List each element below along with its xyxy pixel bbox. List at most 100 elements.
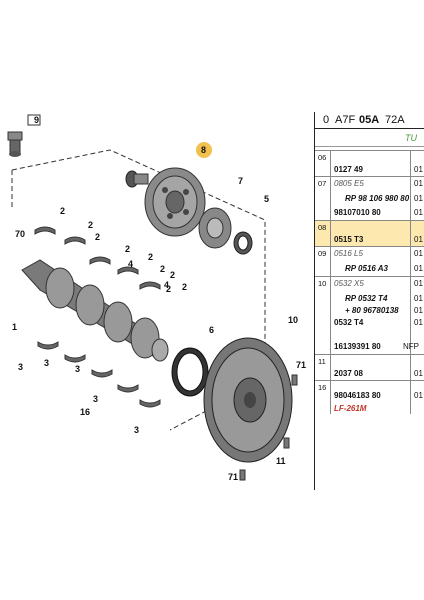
- table-row: RP 98 106 980 80 01: [315, 192, 424, 206]
- part-reference: 98107010 80: [334, 208, 381, 217]
- table-row: RP 0532 T4 01: [315, 292, 424, 304]
- callout-2: 2: [182, 282, 187, 292]
- table-row: 0532 T4 01: [315, 316, 424, 332]
- pulley-bolt-part: [125, 170, 149, 188]
- table-row: 16 98046183 80 01: [315, 380, 424, 403]
- header-col-2: A7F: [335, 114, 356, 126]
- part-reference: 0532 X5: [334, 279, 364, 288]
- part-reference: 2037 08: [334, 369, 363, 378]
- bolt-part: [7, 131, 23, 157]
- part-quantity: 01: [414, 318, 423, 327]
- part-quantity: 01: [414, 306, 423, 315]
- callout-4: 4: [164, 280, 169, 290]
- part-reference: + 80 96780138: [345, 306, 399, 315]
- crankshaft-pulley-part: [144, 167, 206, 237]
- part-reference: RP 0532 T4: [345, 294, 388, 303]
- row-number: 10: [318, 279, 327, 288]
- table-row: 16139391 80 NFP: [315, 332, 424, 354]
- callout-7: 7: [238, 176, 243, 186]
- table-row: + 80 96780138 01: [315, 304, 424, 316]
- table-row: 09 0516 L5 01: [315, 246, 424, 263]
- part-quantity: 01: [414, 391, 423, 400]
- callout-box: [27, 114, 41, 126]
- part-quantity: 01: [414, 194, 423, 203]
- table-row: 08 0515 T3 01: [315, 220, 424, 247]
- part-reference: 0805 E5: [334, 179, 364, 188]
- table-row: 11 2037 08 01: [315, 354, 424, 381]
- table-subheader-row: [315, 130, 424, 147]
- table-header: 0 A7F 05A 72A: [315, 112, 424, 129]
- table-row: LF-261M: [315, 402, 424, 414]
- callout-70: 70: [15, 229, 25, 239]
- flywheel-part: [203, 337, 293, 463]
- callout-2: 2: [170, 270, 175, 280]
- oil-seal-part: [233, 231, 253, 255]
- part-quantity: 01: [414, 264, 423, 273]
- header-col-3: 05A: [359, 114, 380, 126]
- callout-16: 16: [80, 407, 90, 417]
- callout-4: 4: [128, 259, 133, 269]
- row-number: 16: [318, 383, 327, 392]
- table-row: 10 0532 X5 01: [315, 276, 424, 293]
- callout-6: 6: [209, 325, 214, 335]
- crankshaft-part: [21, 259, 169, 362]
- table-row: 06 0127 49 01: [315, 150, 424, 177]
- callout-2: 2: [166, 284, 171, 294]
- part-reference: 0127 49: [334, 165, 363, 174]
- table-row: RP 0516 A3 01: [315, 262, 424, 276]
- part-reference: 0532 T4: [334, 318, 364, 327]
- callout-3: 3: [75, 364, 80, 374]
- callout-3: 3: [93, 394, 98, 404]
- row-number: 11: [318, 357, 326, 366]
- part-quantity: 01: [414, 235, 423, 244]
- part-reference: LF-261M: [334, 404, 367, 413]
- part-reference: RP 98 106 980 80: [345, 194, 410, 203]
- part-quantity: 01: [414, 179, 423, 188]
- bearing-shells: [34, 226, 161, 408]
- table-row: 07 0805 E5 01: [315, 176, 424, 193]
- rear-seal-part: [171, 347, 209, 397]
- callout-3: 3: [44, 358, 49, 368]
- part-reference: 0516 L5: [334, 249, 363, 258]
- flywheel-bolts: [239, 374, 298, 481]
- callout-1: 1: [12, 322, 17, 332]
- part-quantity: 01: [414, 165, 423, 174]
- row-number: 07: [318, 179, 327, 188]
- part-quantity: 01: [414, 369, 423, 378]
- table-row: 98107010 80 01: [315, 206, 424, 220]
- row-number: 08: [318, 223, 327, 232]
- part-reference: 16139391 80: [334, 342, 381, 351]
- highlight-callout: [196, 142, 212, 158]
- table-subheader: TU: [405, 133, 417, 143]
- part-quantity: 01: [414, 208, 423, 217]
- part-reference: 98046183 80: [334, 391, 381, 400]
- callout-9: 9: [34, 115, 39, 125]
- part-reference: RP 0516 A3: [345, 264, 388, 273]
- header-col-1: 0: [323, 114, 330, 126]
- header-col-4: 72A: [385, 114, 405, 126]
- callout-2: 2: [125, 244, 130, 254]
- callout-10: 10: [288, 315, 298, 325]
- callout-5: 5: [264, 194, 269, 204]
- callout-11: 11: [276, 456, 286, 466]
- callout-8: 8: [201, 145, 206, 155]
- part-reference: 0515 T3: [334, 235, 364, 244]
- part-quantity: 01: [414, 279, 423, 288]
- part-quantity: NFP: [403, 342, 419, 351]
- part-quantity: 01: [414, 294, 423, 303]
- callout-2: 2: [148, 252, 153, 262]
- row-number: 09: [318, 249, 327, 258]
- row-number: 06: [318, 153, 327, 162]
- callout-2: 2: [88, 220, 93, 230]
- callout-71: 71: [296, 360, 306, 370]
- sprocket-part: [198, 207, 232, 249]
- callout-2: 2: [60, 206, 65, 216]
- part-quantity: 01: [414, 249, 423, 258]
- callout-2: 2: [95, 232, 100, 242]
- callout-71: 71: [228, 472, 238, 482]
- callout-2: 2: [160, 264, 165, 274]
